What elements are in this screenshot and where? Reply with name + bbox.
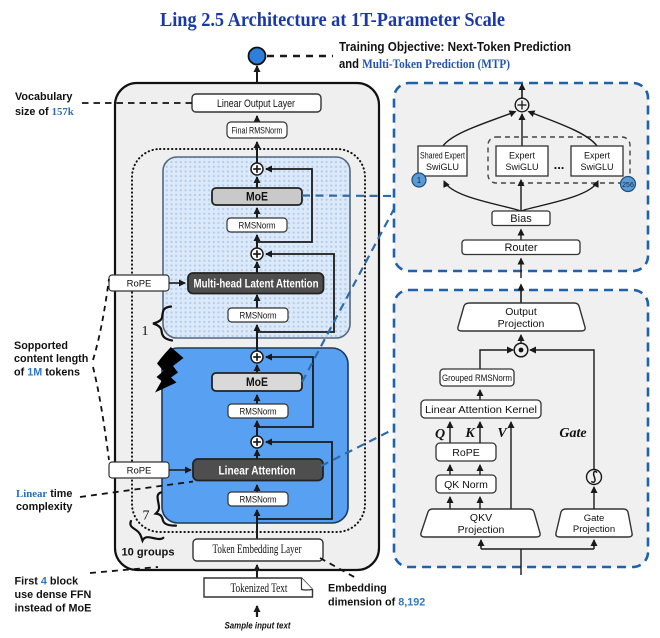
svg-text:Linear Attention: Linear Attention (219, 464, 296, 478)
svg-text:RoPE: RoPE (127, 279, 152, 290)
svg-text:First 4 block: First 4 block (15, 576, 80, 588)
svg-text:RoPE: RoPE (452, 447, 479, 459)
svg-text:dimension of 8,192: dimension of 8,192 (328, 597, 425, 609)
svg-text:Output: Output (505, 306, 537, 318)
svg-text:Grouped RMSNorm: Grouped RMSNorm (442, 373, 512, 384)
svg-text:7: 7 (143, 509, 150, 524)
svg-text:RMSNorm: RMSNorm (239, 221, 276, 232)
svg-text:Shared Expert: Shared Expert (420, 151, 465, 161)
svg-text:Tokenized Text: Tokenized Text (231, 581, 288, 595)
svg-text:MoE: MoE (246, 190, 268, 204)
svg-text:Projection: Projection (498, 318, 545, 330)
svg-text:SwiGLU: SwiGLU (580, 162, 613, 172)
svg-text:SwiGLU: SwiGLU (505, 162, 538, 172)
svg-text:size of 157k: size of 157k (15, 106, 74, 118)
svg-text:Multi-head Latent Attention: Multi-head Latent Attention (194, 279, 319, 291)
svg-text:Linear time: Linear time (16, 488, 72, 500)
svg-text:1: 1 (417, 176, 422, 185)
svg-text:Gate: Gate (559, 426, 586, 441)
svg-text:RMSNorm: RMSNorm (240, 495, 277, 506)
svg-text:Projection: Projection (573, 524, 615, 535)
svg-text:QKV: QKV (470, 512, 492, 524)
svg-text:instead of MoE: instead of MoE (15, 603, 92, 615)
svg-text:Sopported: Sopported (14, 340, 68, 352)
svg-text:RMSNorm: RMSNorm (240, 311, 277, 322)
svg-text:Sample input text: Sample input text (225, 621, 292, 632)
svg-text:and Multi-Token Prediction (MT: and Multi-Token Prediction (MTP) (339, 57, 510, 71)
svg-text:Vocabulary: Vocabulary (15, 91, 72, 103)
svg-text:SwiGLU: SwiGLU (426, 162, 459, 172)
svg-text:...: ... (554, 157, 565, 172)
svg-text:1: 1 (142, 324, 149, 339)
svg-text:K: K (464, 426, 476, 441)
svg-text:RoPE: RoPE (127, 466, 152, 477)
svg-text:Projection: Projection (458, 524, 505, 536)
svg-text:Q: Q (435, 427, 445, 442)
svg-text:Token Embedding Layer: Token Embedding Layer (213, 542, 303, 556)
svg-text:QK Norm: QK Norm (444, 479, 488, 491)
svg-text:256: 256 (622, 182, 634, 189)
svg-text:Bias: Bias (510, 213, 532, 225)
svg-text:of 1M tokens: of 1M tokens (14, 367, 80, 379)
svg-text:complexity: complexity (16, 501, 72, 513)
svg-text:Expert: Expert (509, 151, 536, 161)
svg-text:Final RMSNorm: Final RMSNorm (232, 126, 283, 136)
svg-text:Linear Output Layer: Linear Output Layer (217, 98, 295, 110)
svg-text:Training Objective: Next-Token: Training Objective: Next-Token Predictio… (339, 40, 571, 54)
svg-text:Ling 2.5 Architecture at 1T-Pa: Ling 2.5 Architecture at 1T-Parameter Sc… (160, 9, 505, 31)
svg-text:content length: content length (14, 353, 88, 365)
svg-text:use dense FFN: use dense FFN (15, 589, 92, 601)
svg-text:Expert: Expert (584, 151, 611, 161)
svg-text:Linear Attention Kernel: Linear Attention Kernel (425, 404, 537, 416)
svg-text:Gate: Gate (584, 513, 605, 524)
svg-text:RMSNorm: RMSNorm (240, 407, 277, 418)
svg-text:10 groups: 10 groups (122, 547, 175, 559)
svg-text:V: V (497, 426, 508, 441)
svg-text:Router: Router (504, 242, 537, 254)
svg-text:MoE: MoE (246, 375, 268, 389)
svg-text:Embedding: Embedding (328, 583, 387, 595)
